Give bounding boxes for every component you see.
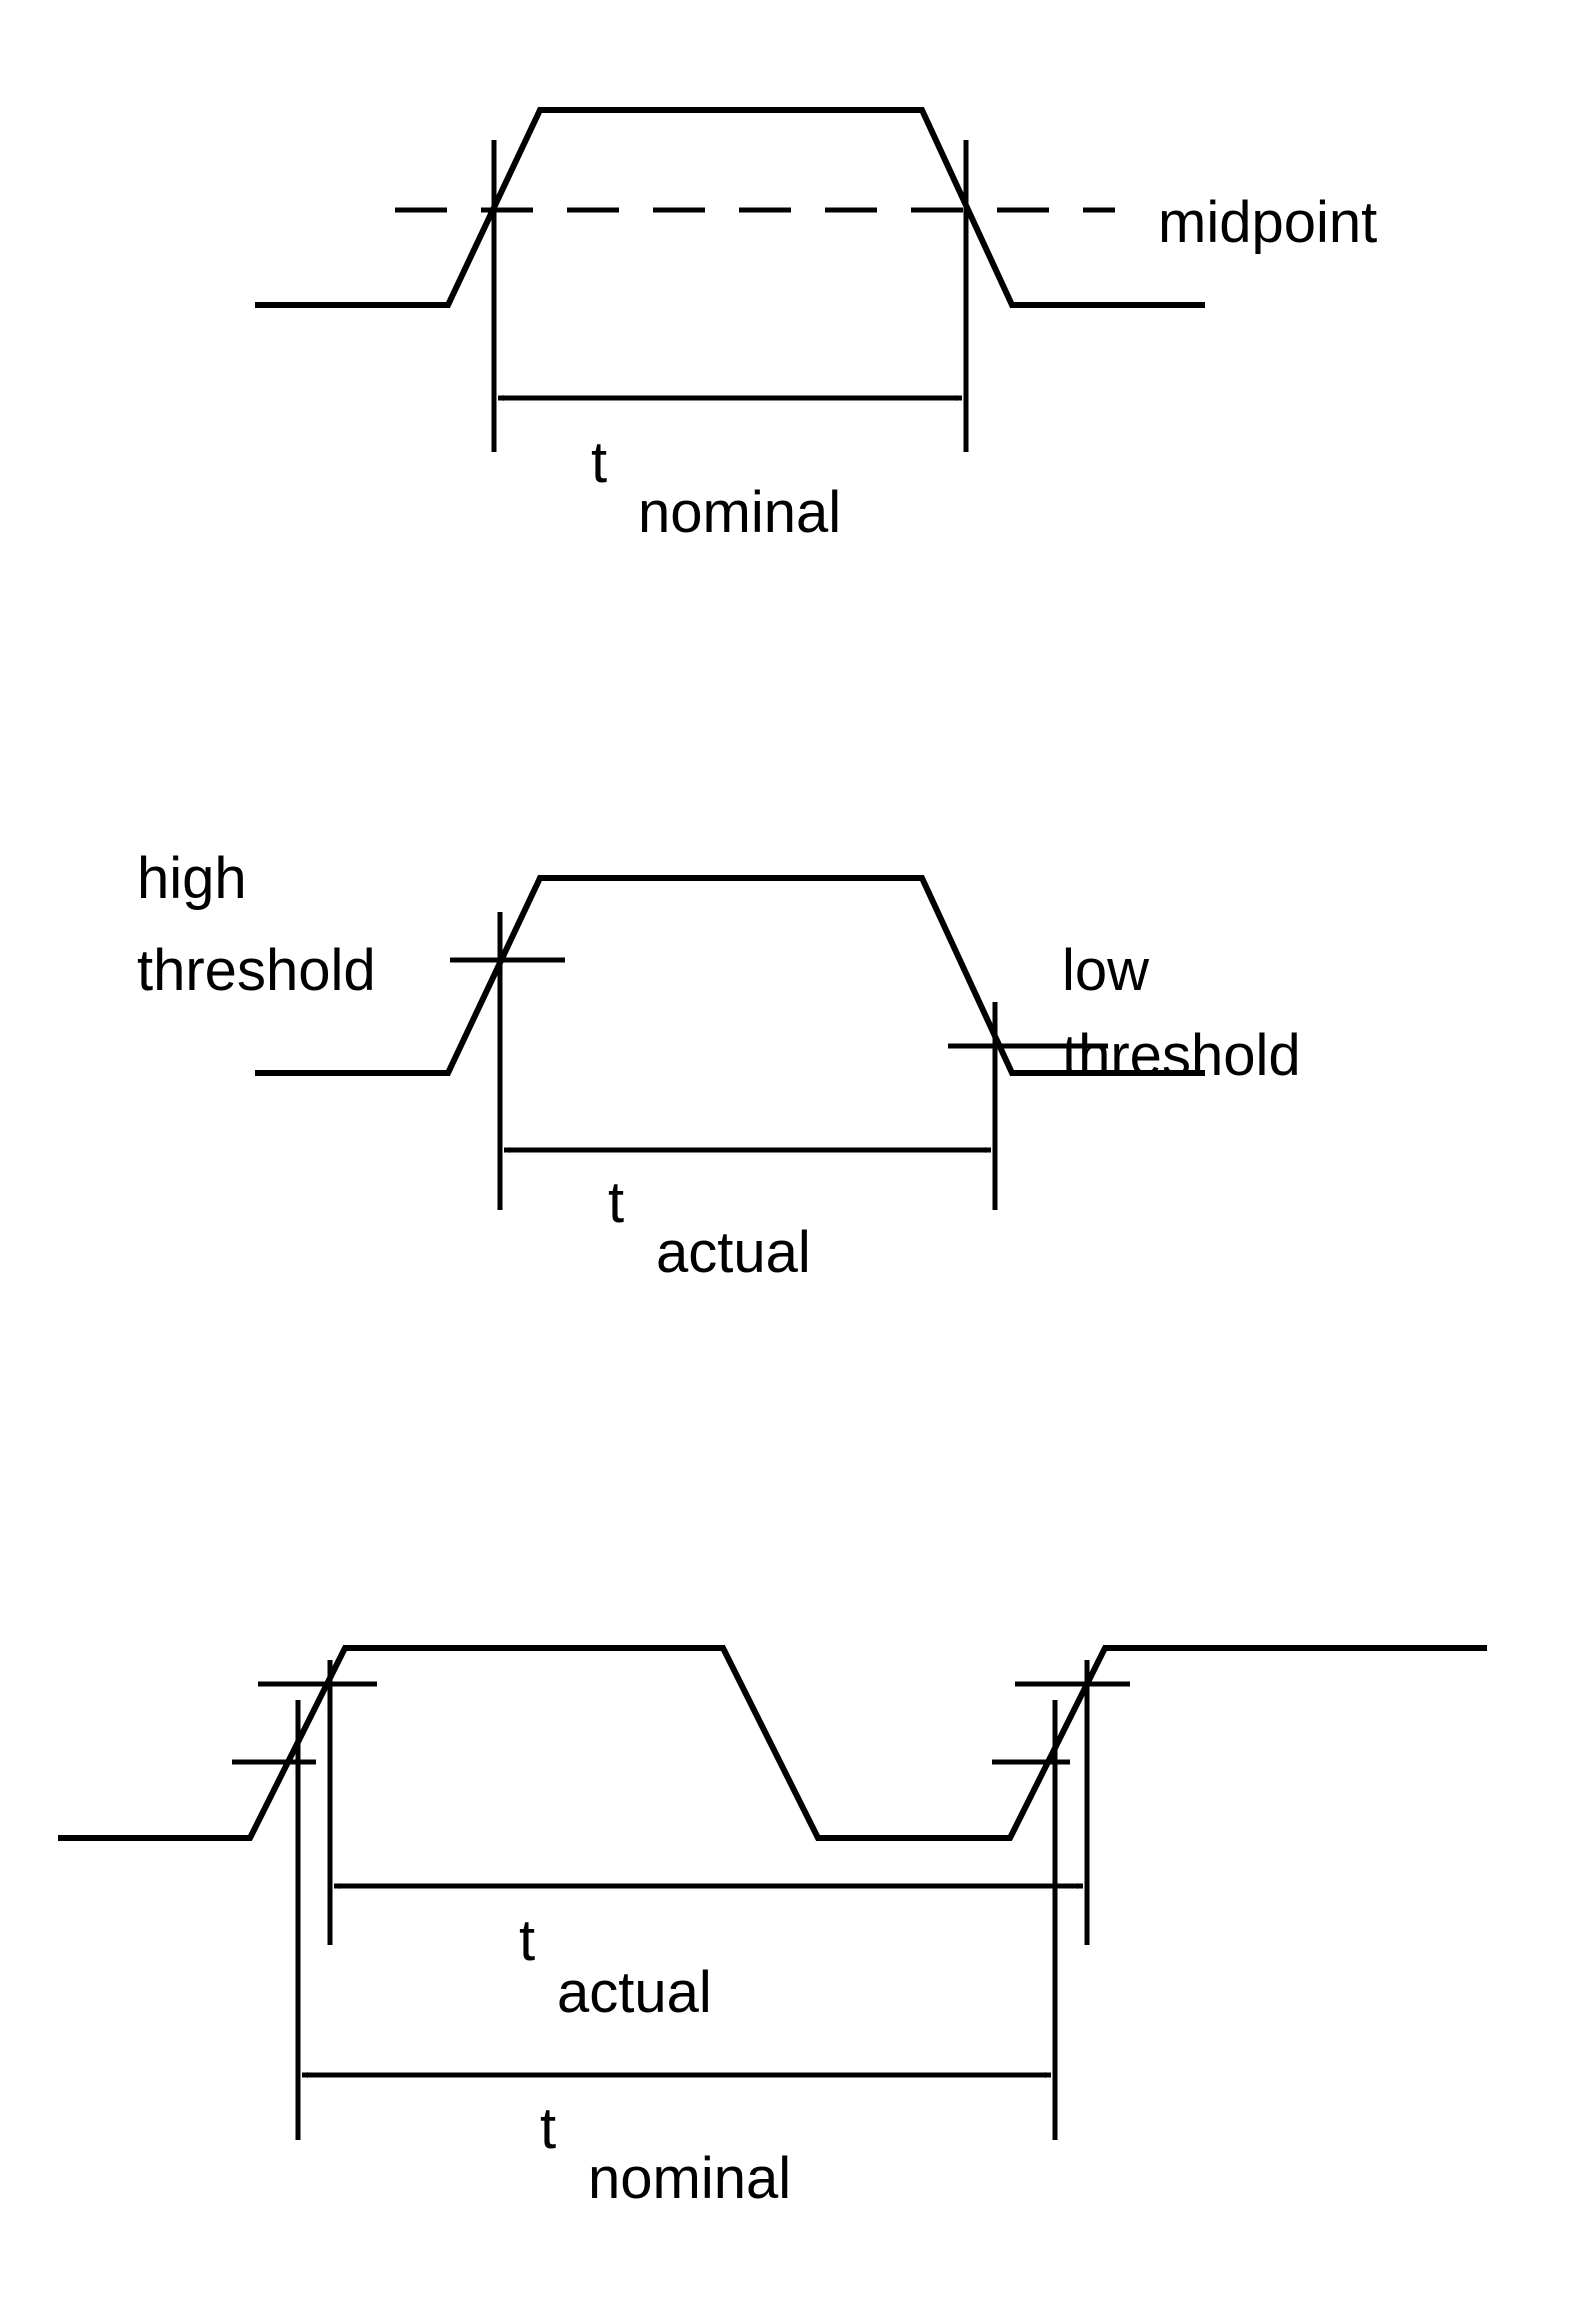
actual-t-symbol: t [519, 1908, 535, 1973]
t-subscript-actual: actual [656, 1220, 811, 1285]
figure-nominal-midpoint: midpoint t nominal [255, 107, 1377, 545]
midpoint-label: midpoint [1158, 190, 1377, 255]
nominal-t-subscript: nominal [588, 2146, 791, 2211]
pulse-waveform [255, 875, 1205, 1076]
figure-actual-thresholds: high threshold low threshold t actual [137, 846, 1301, 1285]
t-subscript-nominal: nominal [638, 480, 841, 545]
high-threshold-label-line1: high [137, 846, 247, 911]
t-symbol: t [608, 1170, 624, 1235]
pulse-waveform [255, 107, 1205, 308]
pulse-waveform [58, 1645, 1487, 1841]
actual-t-subscript: actual [557, 1960, 712, 2025]
low-threshold-label-line2: threshold [1062, 1023, 1301, 1088]
low-threshold-label-line1: low [1062, 938, 1150, 1003]
figure-actual-vs-nominal: t actual t nominal [58, 1645, 1487, 2211]
nominal-t-symbol: t [540, 2096, 556, 2161]
t-symbol: t [591, 430, 607, 495]
high-threshold-label-line2: threshold [137, 938, 376, 1003]
